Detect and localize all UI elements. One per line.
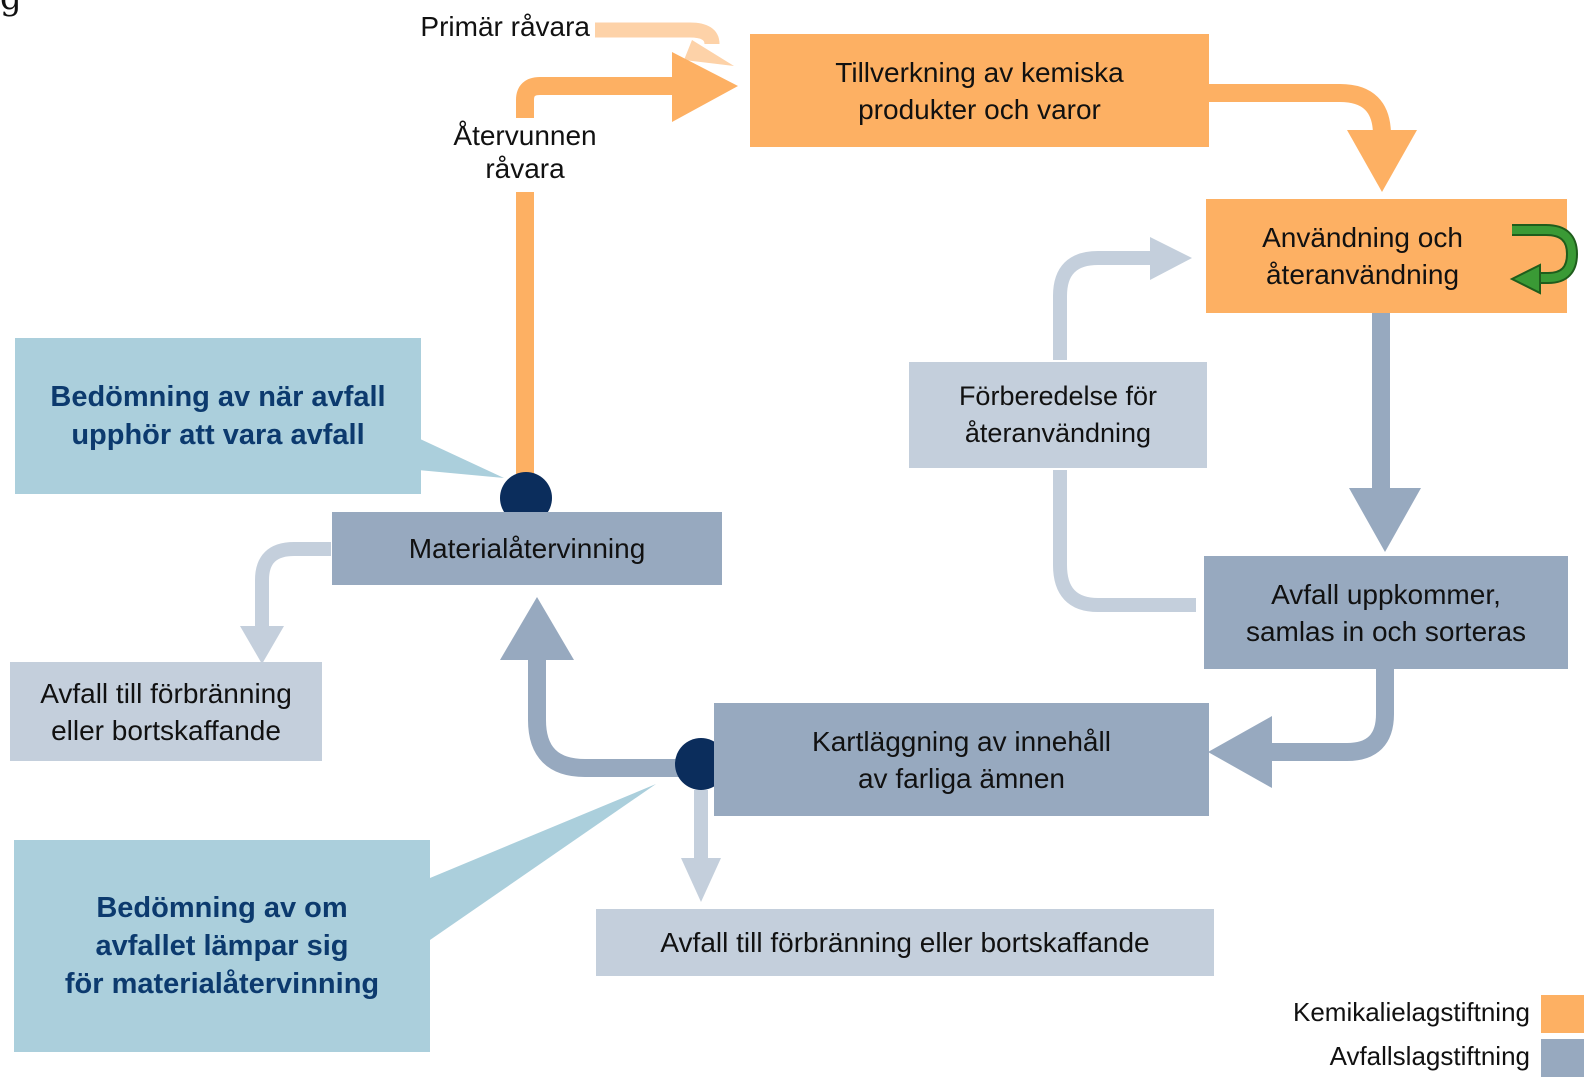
use-to-waste-arrow [1372,313,1390,488]
legend-label-waste: Avfallslagstiftning [1329,1041,1530,1071]
primary-material-arrowhead [684,40,734,66]
recovered-material-arrow-lower [516,192,534,482]
mapping-to-incineration-arrow [694,790,708,860]
use-to-waste-arrowhead [1349,488,1421,552]
recycling-to-incineration-arrowhead [240,626,284,664]
callout-suitability-pointer [430,784,656,940]
manufacturing-box: Tillverkning av kemiska produkter och va… [750,34,1209,147]
callout-suitability: Bedömning av om avfallet lämpar sig för … [14,840,430,1052]
callout-end-of-waste-pointer [418,438,504,478]
corner-label: g [0,0,22,18]
primary-material-label: Primär råvara [420,11,590,42]
reuse-loop-icon [1509,224,1578,295]
prep-reuse-loop-arrowhead [1150,237,1192,280]
waste-arises-box: Avfall uppkommer, samlas in och sorteras [1204,556,1568,669]
recycling-to-incineration-arrow [255,542,331,628]
recovered-material-label: Återvunnen råvara [453,120,597,184]
decision-dot-recycling [500,472,552,524]
recovered-material-arrowhead [672,52,738,122]
legend-swatch-chemicals [1541,995,1584,1033]
mapping-to-incineration-arrowhead [681,858,721,902]
waste-incineration-left-box: Avfall till förbränning eller bortskaffa… [10,662,322,761]
legend-swatch-waste [1541,1039,1584,1077]
primary-material-arrow [595,22,720,45]
mapping-to-recycling-arrow [528,655,682,777]
legend-label-chemicals: Kemikalielagstiftning [1292,997,1530,1027]
waste-to-mapping-arrowhead [1208,716,1272,788]
prep-reuse-box: Förberedelse för återanvändning [909,362,1207,468]
waste-incineration-bottom-box: Avfall till förbränning eller bortskaffa… [596,909,1214,976]
manufacturing-to-use-arrowhead [1347,130,1417,192]
recovered-material-arrow-upper [516,77,675,118]
prep-reuse-loop-lower [1053,470,1196,612]
material-recycling-box: Materialåtervinning [332,512,722,585]
prep-reuse-loop-upper [1053,251,1152,360]
mapping-to-recycling-arrowhead [500,597,574,660]
waste-to-mapping-arrow [1272,666,1394,761]
mapping-box: Kartläggning av innehåll av farliga ämne… [714,703,1209,816]
callout-end-of-waste: Bedömning av när avfall upphör att vara … [15,338,421,494]
use-box: Användning och återanvändning [1206,199,1567,313]
manufacturing-to-use-arrow [1199,84,1391,136]
